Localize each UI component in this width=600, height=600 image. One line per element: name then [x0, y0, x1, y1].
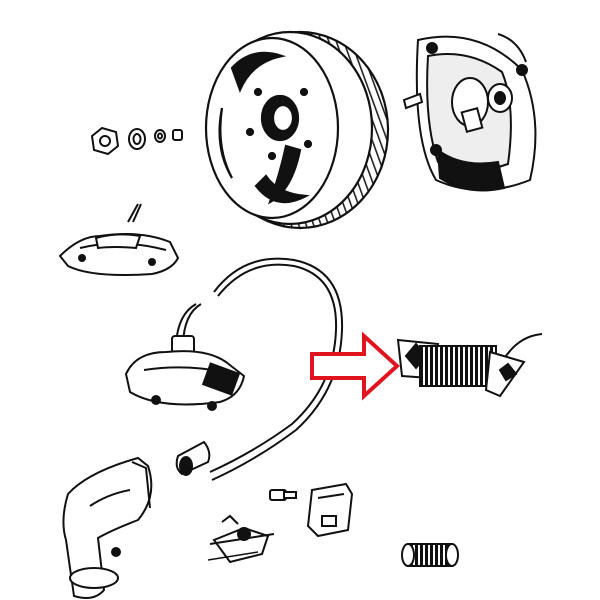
spark-plug-cap — [62, 456, 153, 599]
contact-breaker-points — [209, 514, 275, 564]
flat-washer — [154, 129, 166, 143]
nut — [90, 126, 120, 156]
highlight-arrow — [310, 331, 400, 401]
ignition-coil-with-lead — [124, 303, 246, 411]
spacer — [172, 129, 183, 141]
flywheel — [204, 30, 390, 230]
lead-cap — [175, 440, 211, 476]
ignition-coil-small — [58, 203, 180, 276]
lighting-coil — [396, 333, 543, 398]
condenser-bracket — [306, 482, 354, 538]
ribbed-sleeve — [401, 543, 459, 567]
small-screw — [269, 489, 297, 501]
ground-line — [207, 551, 259, 561]
lock-washer — [128, 128, 146, 150]
stator-base-plate — [402, 33, 537, 192]
high-tension-lead — [209, 257, 344, 481]
